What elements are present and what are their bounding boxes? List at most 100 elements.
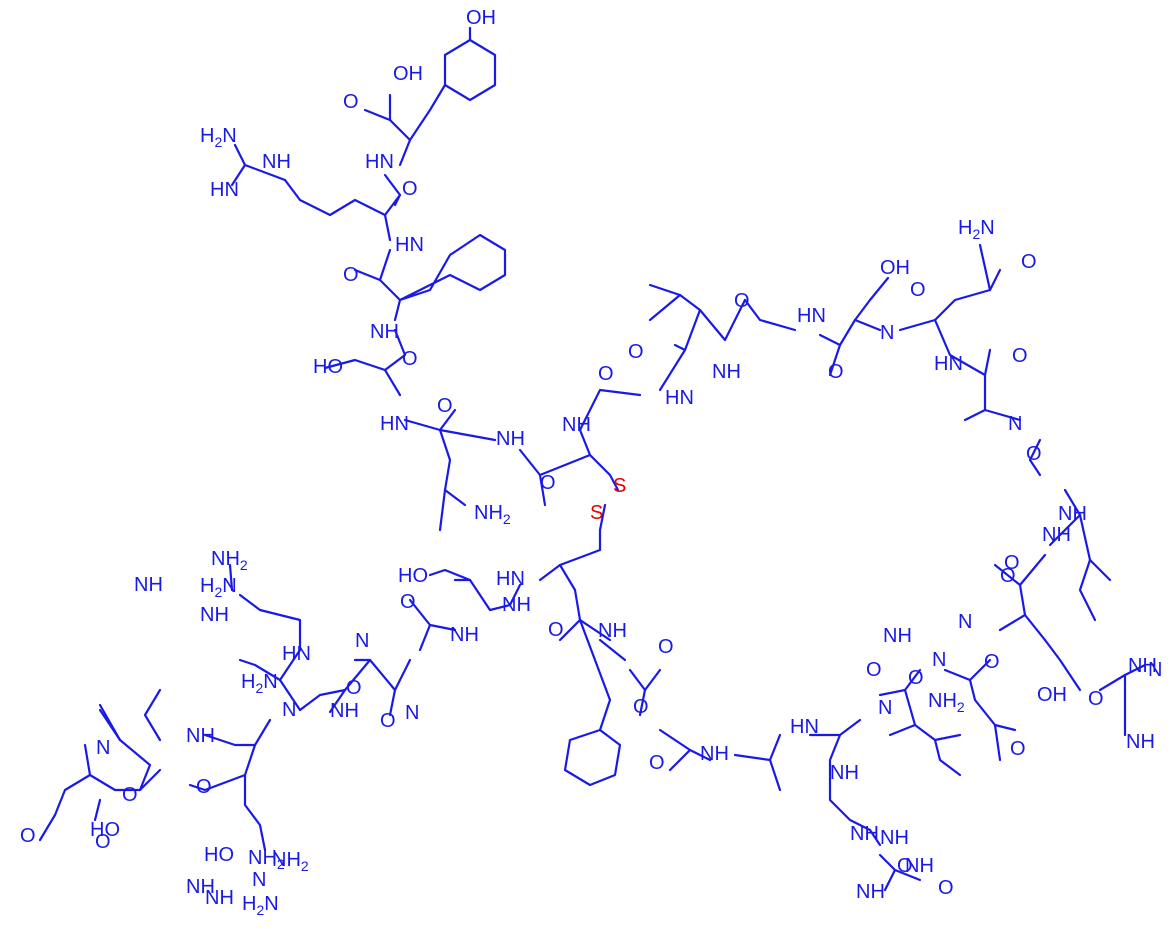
atom-label: O [1021, 251, 1037, 273]
bond-74 [428, 568, 472, 582]
atom-label: OH [1037, 684, 1067, 706]
atom-label: N [252, 869, 266, 891]
atom-label: O [1004, 552, 1020, 574]
bond-71 [558, 503, 607, 567]
atom-label: NH [856, 881, 885, 903]
atom-label: O [734, 290, 750, 312]
bond-2 [408, 83, 447, 142]
atom-label: N [282, 699, 296, 721]
bond-83 [228, 563, 234, 592]
bond-90 [98, 703, 122, 742]
bond-43 [1018, 583, 1047, 642]
bond-35 [933, 318, 992, 377]
atom-label: N [878, 697, 892, 719]
bond-3 [363, 108, 412, 142]
sulfur-atom-label: S [590, 502, 603, 524]
bond-93 [38, 773, 92, 842]
atom-label: O [658, 636, 674, 658]
atom-label: OH [880, 257, 910, 279]
bond-33 [898, 268, 1002, 332]
bond-29 [743, 298, 797, 332]
atom-label: HN [934, 353, 963, 375]
atom-label: O [402, 348, 418, 370]
bond-16 [323, 358, 387, 372]
atom-label: O [633, 696, 649, 718]
atom-label: HO [204, 844, 234, 866]
bond-36 [963, 373, 987, 422]
bond-25 [658, 343, 687, 392]
atom-label: OH [466, 7, 496, 29]
bond-30 [818, 276, 890, 347]
atom-label: O [897, 855, 913, 877]
atom-label: O [1010, 738, 1026, 760]
bond-68 [578, 618, 612, 732]
bond-89 [143, 688, 162, 742]
atom-label: N [1148, 659, 1162, 681]
bond-23 [538, 453, 620, 492]
atom-label: O [122, 784, 138, 806]
bond-91 [93, 798, 102, 822]
bond-31 [853, 318, 882, 332]
atom-label: N [355, 630, 369, 652]
atom-label: NH [496, 428, 525, 450]
bond-19 [438, 428, 467, 507]
bond-40 [1048, 513, 1082, 547]
atom-label: O [380, 710, 396, 732]
atom-label: HO [90, 819, 120, 841]
bond-11 [383, 213, 392, 242]
bond-62 [658, 728, 692, 752]
bond-0 [443, 38, 497, 102]
atom-label: HN [210, 179, 239, 201]
atom-label: NH [830, 762, 859, 784]
atom-label: O [540, 472, 556, 494]
atom-label: NH [1058, 503, 1087, 525]
atom-label: H2N [242, 893, 279, 918]
bond-13 [378, 278, 402, 322]
bond-49 [993, 723, 1002, 762]
bond-8 [283, 178, 387, 217]
bond-48 [968, 658, 1017, 732]
bond-12 [353, 248, 392, 282]
atom-label: O [910, 279, 926, 301]
atom-label: N [932, 649, 946, 671]
atom-label: NH [186, 876, 215, 898]
bond-73 [453, 578, 492, 612]
atom-label: NH [200, 604, 229, 626]
atom-label: HN [380, 413, 409, 435]
atom-label: O [1012, 345, 1028, 367]
bond-45 [998, 613, 1027, 632]
bond-14 [398, 233, 507, 302]
bond-53 [933, 733, 962, 742]
bond-5 [398, 138, 412, 167]
bond-67 [573, 588, 582, 622]
atom-label: HO [398, 565, 428, 587]
bond-21 [438, 428, 497, 442]
atom-label: N [958, 611, 972, 633]
atom-label: H2N [200, 575, 237, 600]
atom-label: N [405, 702, 419, 724]
sulfur-atom-label: S [613, 475, 626, 497]
atom-label: NH [700, 743, 729, 765]
atom-label: O [1026, 443, 1042, 465]
atom-label: HN [395, 234, 424, 256]
atom-label: O [828, 361, 844, 383]
atom-label: O [938, 877, 954, 899]
atom-label: O [346, 677, 362, 699]
bond-24 [578, 388, 642, 457]
atom-label: O [343, 91, 359, 113]
atom-label: O [548, 619, 564, 641]
atom-label: HN [797, 305, 826, 327]
bond-60 [733, 753, 772, 762]
atom-label: HN [496, 568, 525, 590]
atom-label: O [402, 178, 418, 200]
atom-label: O [196, 776, 212, 798]
bond-27 [648, 283, 682, 297]
atom-label: HN [365, 151, 394, 173]
atom-label: O [628, 341, 644, 363]
bond-88 [98, 708, 152, 792]
atom-label: OH [393, 63, 423, 85]
atom-label: NH [186, 725, 215, 747]
bond-54 [888, 723, 917, 737]
atom-label: N [880, 322, 894, 344]
